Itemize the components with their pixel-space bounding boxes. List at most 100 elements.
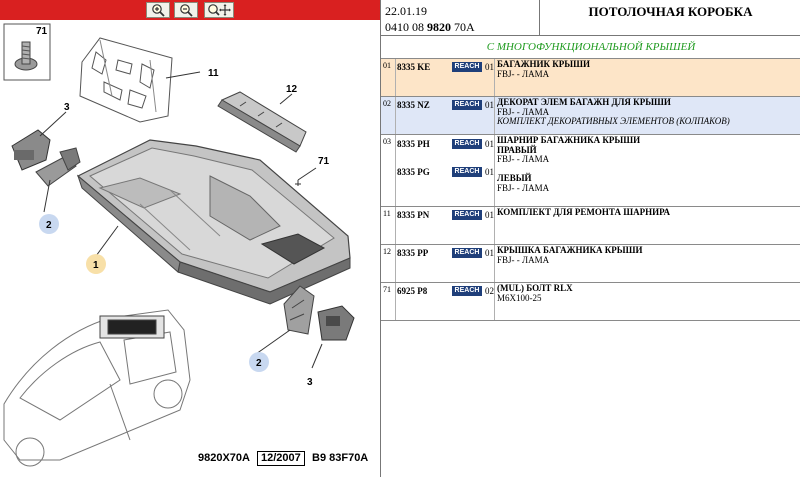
reach-badge[interactable]: REACH — [452, 286, 482, 296]
table-bottom-border — [381, 320, 800, 321]
parts-header: 22.01.19 0410 08 9820 70A ПОТОЛОЧНАЯ КОР… — [381, 0, 800, 36]
description-line: M6X100-25 — [497, 292, 542, 303]
zoom-in-button[interactable] — [146, 2, 170, 18]
callout-1-bg — [86, 254, 106, 274]
part-description: КОМПЛЕКТ ДЛЯ РЕМОНТА ШАРНИРА — [497, 207, 797, 218]
callout-2-left-bg — [39, 214, 59, 234]
ref-group: 9820 — [427, 20, 451, 34]
part-quantity: 02 — [485, 286, 494, 296]
part-quantity: 01 — [485, 100, 494, 110]
zoom-out-icon — [180, 4, 193, 17]
callout-2-right: 2 — [256, 358, 262, 369]
position-number: 02 — [383, 99, 391, 108]
diagram-pane: 71 11 12 3 71 2 1 2 3 9820X70A 12/2007 B… — [0, 0, 380, 477]
hinge-left — [35, 147, 81, 187]
position-number: 12 — [383, 247, 391, 256]
ref-suffix: 70A — [451, 20, 475, 34]
callout-1: 1 — [93, 260, 99, 271]
column-divider — [494, 207, 495, 244]
part-code[interactable]: 8335 NZ — [397, 100, 430, 110]
part-quantity: 01 — [485, 248, 494, 258]
part-quantity: 01 — [485, 139, 494, 149]
parts-list-pane: 22.01.19 0410 08 9820 70A ПОТОЛОЧНАЯ КОР… — [380, 0, 800, 477]
column-divider — [395, 283, 396, 320]
column-divider — [494, 97, 495, 134]
reach-badge[interactable]: REACH — [452, 139, 482, 149]
column-divider — [395, 97, 396, 134]
column-divider — [494, 59, 495, 96]
vehicle-sketch — [3, 309, 191, 467]
description-line: ШАРНИР БАГАЖНИКА КРЫШИ — [497, 135, 641, 145]
reach-badge[interactable]: REACH — [452, 210, 482, 220]
diagram-date: 12/2007 — [257, 451, 305, 466]
description-line: (MUL) БОЛТ RLX — [497, 283, 573, 293]
callout-3-top: 3 — [64, 102, 70, 113]
column-divider — [395, 207, 396, 244]
position-number: 01 — [383, 61, 391, 70]
position-number: 71 — [383, 285, 391, 294]
callout-71-right: 71 — [318, 156, 330, 167]
description-line — [497, 165, 797, 175]
reach-badge[interactable]: REACH — [452, 248, 482, 258]
reach-badge[interactable]: REACH — [452, 167, 482, 177]
part-code[interactable]: 8335 PN — [397, 210, 430, 220]
description-line: FBJ- - ЛАМА — [497, 182, 550, 193]
diagram-reference: 9820X70A — [198, 452, 250, 464]
description-line: ДЕКОРАТ ЭЛЕМ БАГАЖН ДЛЯ КРЫШИ — [497, 97, 671, 107]
part-quantity: 01 — [485, 167, 494, 177]
description-line: FBJ- - ЛАМА — [497, 106, 550, 117]
part-code[interactable]: 6925 P8 — [397, 286, 428, 296]
reach-badge[interactable]: REACH — [452, 100, 482, 110]
column-divider — [395, 245, 396, 282]
column-divider — [494, 245, 495, 282]
callout-71-top: 71 — [36, 26, 48, 37]
part-code[interactable]: 8335 PH — [397, 139, 430, 149]
catalog-reference: 0410 08 9820 70A — [385, 20, 475, 35]
callout-12: 12 — [286, 84, 298, 95]
ref-prefix: 0410 08 — [385, 20, 427, 34]
zoom-pan-button[interactable] — [204, 2, 234, 18]
page-title: ПОТОЛОЧНАЯ КОРОБКА — [588, 4, 753, 19]
zoom-in-icon — [152, 4, 165, 17]
header-divider — [539, 0, 540, 36]
roof-box-part — [76, 139, 351, 305]
bracket-right — [317, 305, 355, 341]
description-line: FBJ- - ЛАМА — [497, 68, 550, 79]
callouts: 71 11 12 3 71 2 1 2 3 — [36, 26, 330, 388]
reach-badge[interactable]: REACH — [452, 62, 482, 72]
callout-11: 11 — [208, 68, 219, 79]
catalog-date: 22.01.19 — [385, 4, 427, 18]
part-code[interactable]: 8335 KE — [397, 62, 431, 72]
part-code[interactable]: 8335 PG — [397, 167, 430, 177]
hinge-right — [283, 285, 315, 335]
column-divider — [494, 135, 495, 206]
zoom-toolbar — [0, 0, 380, 20]
cover-part — [217, 91, 307, 153]
zoom-out-button[interactable] — [174, 2, 198, 18]
column-divider — [395, 135, 396, 206]
description-line: КОМПЛЕКТ ДЛЯ РЕМОНТА ШАРНИРА — [497, 207, 670, 217]
exploded-parts-diagram: 71 11 12 3 71 2 1 2 3 — [3, 23, 355, 467]
part-code[interactable]: 8335 PP — [397, 248, 429, 258]
variant-subtitle: С МНОГОФУНКЦИОНАЛЬНОЙ КРЫШЕЙ — [486, 41, 696, 53]
description-line: ПРАВЫЙ — [497, 144, 537, 155]
description-line: FBJ- - ЛАМА — [497, 154, 550, 164]
callout-2-left: 2 — [46, 220, 52, 231]
